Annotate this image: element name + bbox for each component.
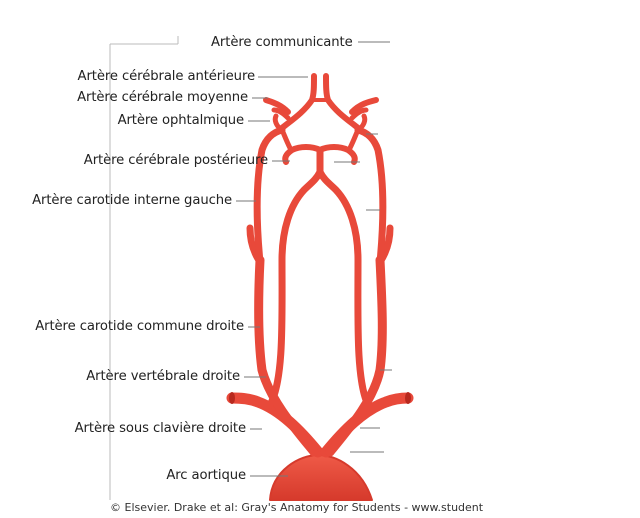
label-right-common-carotid-artery: Artère carotide commune droite bbox=[35, 319, 244, 334]
label-middle-cerebral-artery: Artère cérébrale moyenne bbox=[77, 90, 248, 105]
middle-cerebral-arteries bbox=[263, 97, 379, 115]
arteries bbox=[226, 73, 414, 501]
label-left-internal-carotid-artery: Artère carotide interne gauche bbox=[32, 193, 232, 208]
label-aortic-arch: Arc aortique bbox=[166, 468, 246, 483]
leader-lines bbox=[236, 41, 392, 477]
right-common-carotid-artery bbox=[254, 255, 319, 457]
label-right-subclavian-artery: Artère sous clavière droite bbox=[74, 421, 246, 436]
left-vertebral-artery bbox=[316, 168, 372, 409]
aortic-arch bbox=[269, 454, 373, 501]
label-posterior-cerebral-artery: Artère cérébrale postérieure bbox=[83, 153, 268, 168]
label-communicating-artery: Artère communicante bbox=[211, 35, 353, 50]
label-ophthalmic-artery: Artère ophtalmique bbox=[117, 113, 245, 128]
left-internal-carotid-artery bbox=[354, 126, 387, 266]
ophthalmic-arteries bbox=[272, 113, 368, 133]
right-vertebral-artery bbox=[266, 168, 324, 409]
posterior-cerebral-arteries bbox=[282, 144, 358, 165]
label-right-vertebral-artery: Artère vertébrale droite bbox=[86, 369, 240, 384]
label-anterior-cerebral-artery: Artère cérébrale antérieure bbox=[77, 69, 256, 84]
right-internal-carotid-artery bbox=[253, 126, 286, 266]
copyright-credit: © Elsevier. Drake et al: Gray's Anatomy … bbox=[110, 501, 484, 514]
figure-frame bbox=[109, 36, 179, 500]
